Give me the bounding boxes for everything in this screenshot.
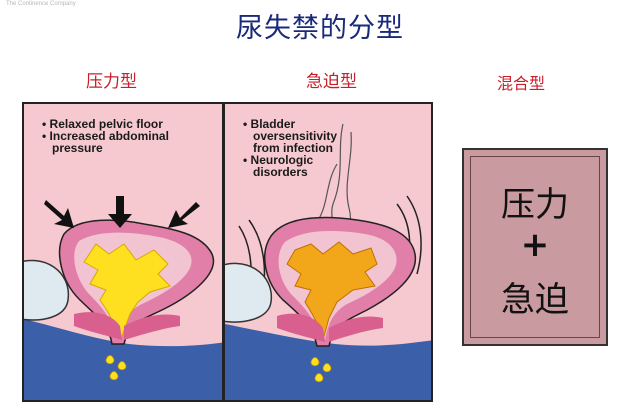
mixed-type-frame: 压力 + 急迫 [470, 156, 600, 338]
urge-diagram [225, 123, 431, 400]
urge-label: 急迫型 [306, 72, 357, 92]
mixed-stress-text: 压力 [501, 185, 569, 225]
pressure-arrow [44, 200, 74, 228]
pubic-bone [24, 259, 70, 321]
urge-note: disorders [253, 165, 308, 179]
page-title: 尿失禁的分型 [236, 13, 404, 44]
urine-drop [109, 371, 119, 381]
pressure-arrow [168, 202, 200, 228]
stress-note: • Relaxed pelvic floor [42, 117, 163, 131]
pressure-arrow [108, 196, 132, 228]
urge-note: • Bladder [243, 117, 296, 131]
pelvic-floor [24, 319, 222, 400]
spasm-line [406, 195, 422, 275]
pelvic-floor [225, 324, 431, 400]
stress-note: pressure [52, 141, 103, 155]
urine-drop [310, 357, 320, 367]
urge-note: from infection [253, 141, 333, 155]
urethra-tissue [74, 312, 122, 340]
urge-note: oversensitivity [253, 129, 338, 143]
urethra-tissue [277, 313, 325, 342]
urine-drop [105, 355, 115, 365]
stress-diagram [24, 196, 222, 400]
urine-drop [117, 361, 127, 371]
urge-note: • Neurologic [243, 153, 314, 167]
mixed-plus-text: + [520, 225, 550, 265]
urine-drop [322, 363, 332, 373]
stress-label: 压力型 [86, 72, 137, 92]
urethra-tissue [329, 316, 383, 342]
watermark: The Continence Company [6, 1, 76, 7]
urine-drop [314, 373, 324, 383]
stress-notes: • Relaxed pelvic floor • Increased abdom… [42, 118, 169, 154]
urethra-tissue [124, 314, 180, 340]
mixed-urge-text: 急迫 [501, 280, 569, 320]
stress-illustration: • Relaxed pelvic floor • Increased abdom… [22, 102, 224, 402]
urge-notes: • Bladder oversensitivity from infection… [243, 118, 337, 178]
mixed-type-box: 压力 + 急迫 [462, 148, 608, 346]
pubic-bone [225, 262, 272, 323]
mixed-label: 混合型 [497, 74, 546, 93]
urge-illustration: • Bladder oversensitivity from infection… [223, 102, 433, 402]
stress-note: • Increased abdominal [42, 129, 169, 143]
